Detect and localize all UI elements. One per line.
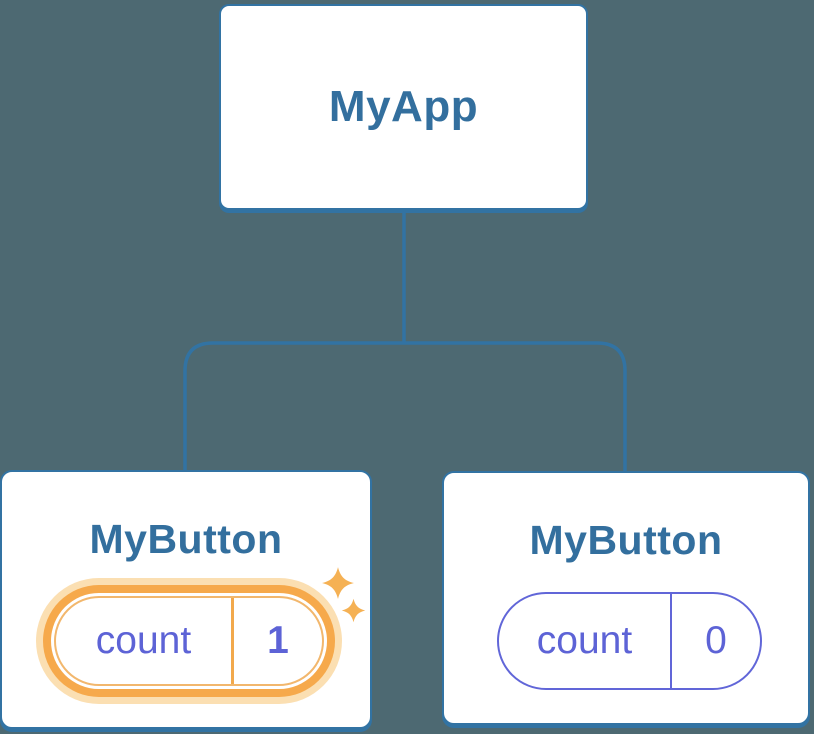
child-node-card-left: MyButton count 1: [0, 470, 372, 729]
state-pill: count 0: [497, 592, 762, 690]
state-key-label: count: [536, 619, 633, 662]
child-node-title: MyButton: [529, 517, 723, 563]
state-value: 1: [267, 619, 289, 662]
state-key-label: count: [95, 619, 192, 662]
child-node-title: MyButton: [89, 516, 283, 562]
state-pill-highlighted: count 1: [54, 596, 324, 686]
sparkle-icon: [321, 566, 355, 600]
child-node-card-right: MyButton count 0: [442, 471, 810, 725]
sparkle-icon: [341, 598, 366, 623]
pill-divider: [231, 598, 234, 684]
pill-divider: [670, 594, 672, 688]
connector-branch: [183, 341, 627, 472]
root-node-title: MyApp: [328, 82, 479, 131]
root-node-card: MyApp: [219, 4, 588, 210]
state-value: 0: [705, 619, 727, 662]
